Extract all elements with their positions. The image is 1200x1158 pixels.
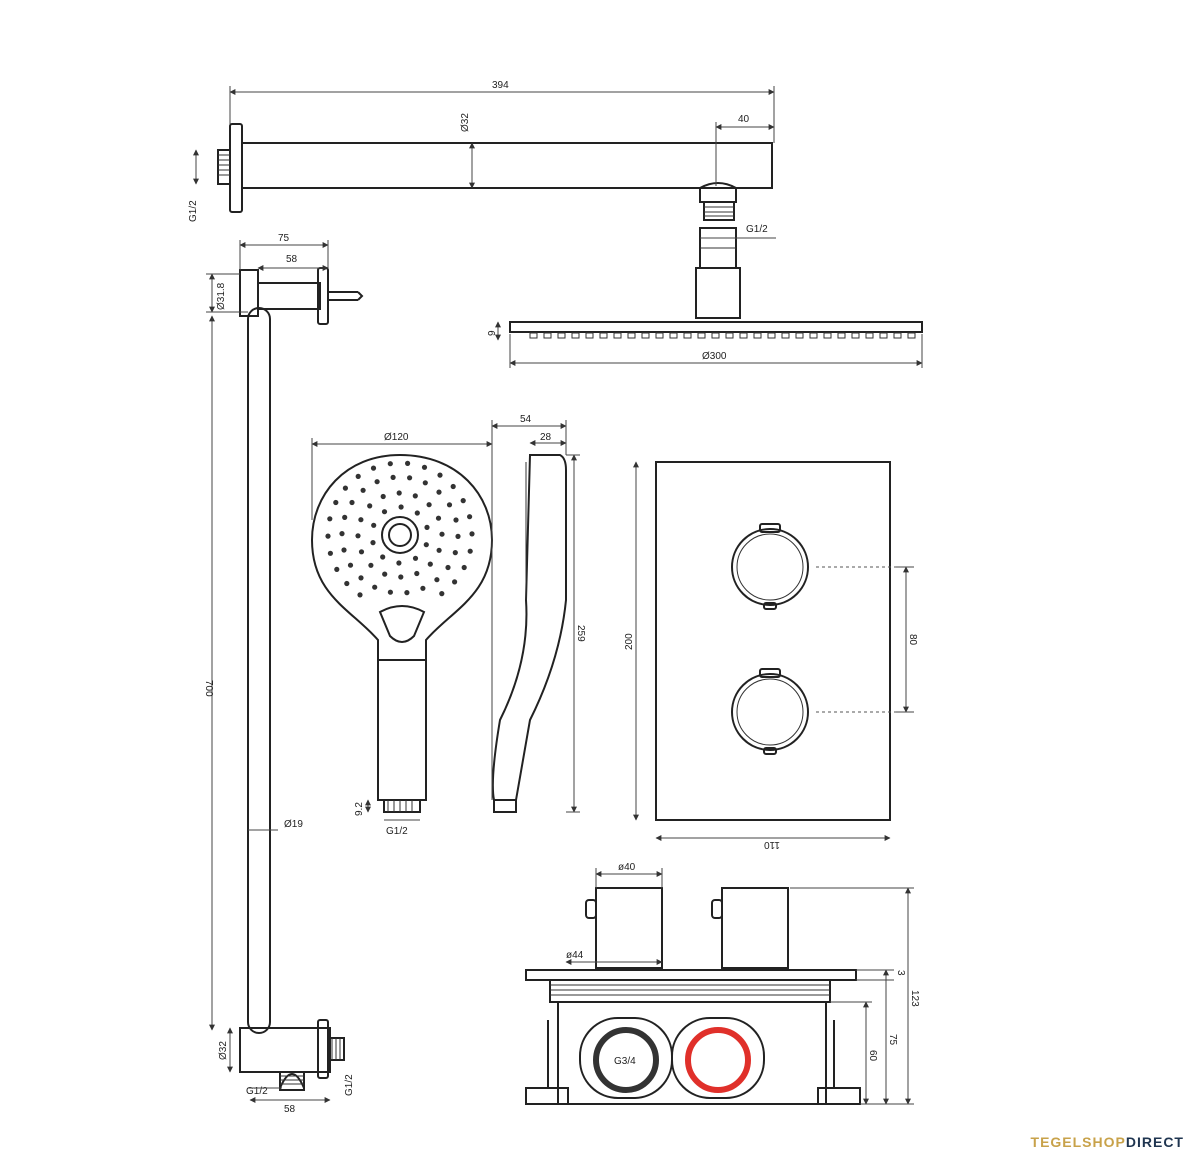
dim-side-depth2: 28: [540, 432, 552, 443]
slide-rail: [239, 267, 364, 1091]
dim-rail-dia: Ø19: [284, 819, 303, 830]
dim-box-knob-dia: ø40: [618, 862, 636, 873]
dim-elbow-thread-left: G1/2: [246, 1086, 268, 1097]
dim-bracket-75: 75: [278, 233, 290, 244]
dim-arm-diameter: Ø32: [460, 113, 471, 132]
dim-arm-offset: 40: [738, 114, 750, 125]
shower-arm: [217, 123, 923, 339]
dim-knob-spacing: 80: [907, 634, 918, 646]
dim-arm-thread: G1/2: [188, 200, 199, 222]
installation-box: [525, 887, 861, 1105]
box-port-label: G3/4: [614, 1056, 636, 1067]
dim-hand-dia: Ø120: [384, 432, 409, 443]
thermostat-plate: [655, 461, 904, 821]
dim-bracket-58: 58: [286, 254, 298, 265]
dim-hand-tail: 9.2: [354, 802, 365, 816]
hand-shower-side: [491, 454, 567, 813]
dim-elbow-dia: Ø32: [218, 1041, 229, 1060]
dim-rail-length: 700: [203, 680, 214, 697]
dim-bracket-dia: Ø31.8: [216, 282, 227, 310]
dim-plate-height: 200: [624, 633, 635, 650]
dim-elbow-thread-right: G1/2: [344, 1074, 355, 1096]
dim-hand-thread: G1/2: [386, 826, 408, 837]
dim-box-h2: 123: [909, 990, 920, 1007]
dim-head-height: 9: [487, 330, 498, 336]
dim-side-depth: 54: [520, 414, 532, 425]
dim-elbow-width: 58: [284, 1104, 296, 1115]
dim-box-h4: 60: [867, 1050, 878, 1062]
dim-arm-length: 394: [492, 80, 509, 91]
brand-logo: TEGELSHOPDIRECT: [1030, 1134, 1184, 1150]
dim-box-knob-base: ø44: [566, 950, 584, 961]
dim-head-diameter: Ø300: [702, 351, 727, 362]
hand-shower-front: [310, 453, 494, 813]
hand-nozzles: [325, 460, 475, 598]
dim-side-length: 259: [575, 625, 586, 642]
dim-box-h3: 75: [887, 1034, 898, 1046]
head-nozzles: [529, 332, 916, 339]
dim-head-thread: G1/2: [746, 224, 768, 235]
dim-plate-width: 110: [764, 839, 780, 850]
dim-box-h1: 3: [895, 970, 906, 976]
